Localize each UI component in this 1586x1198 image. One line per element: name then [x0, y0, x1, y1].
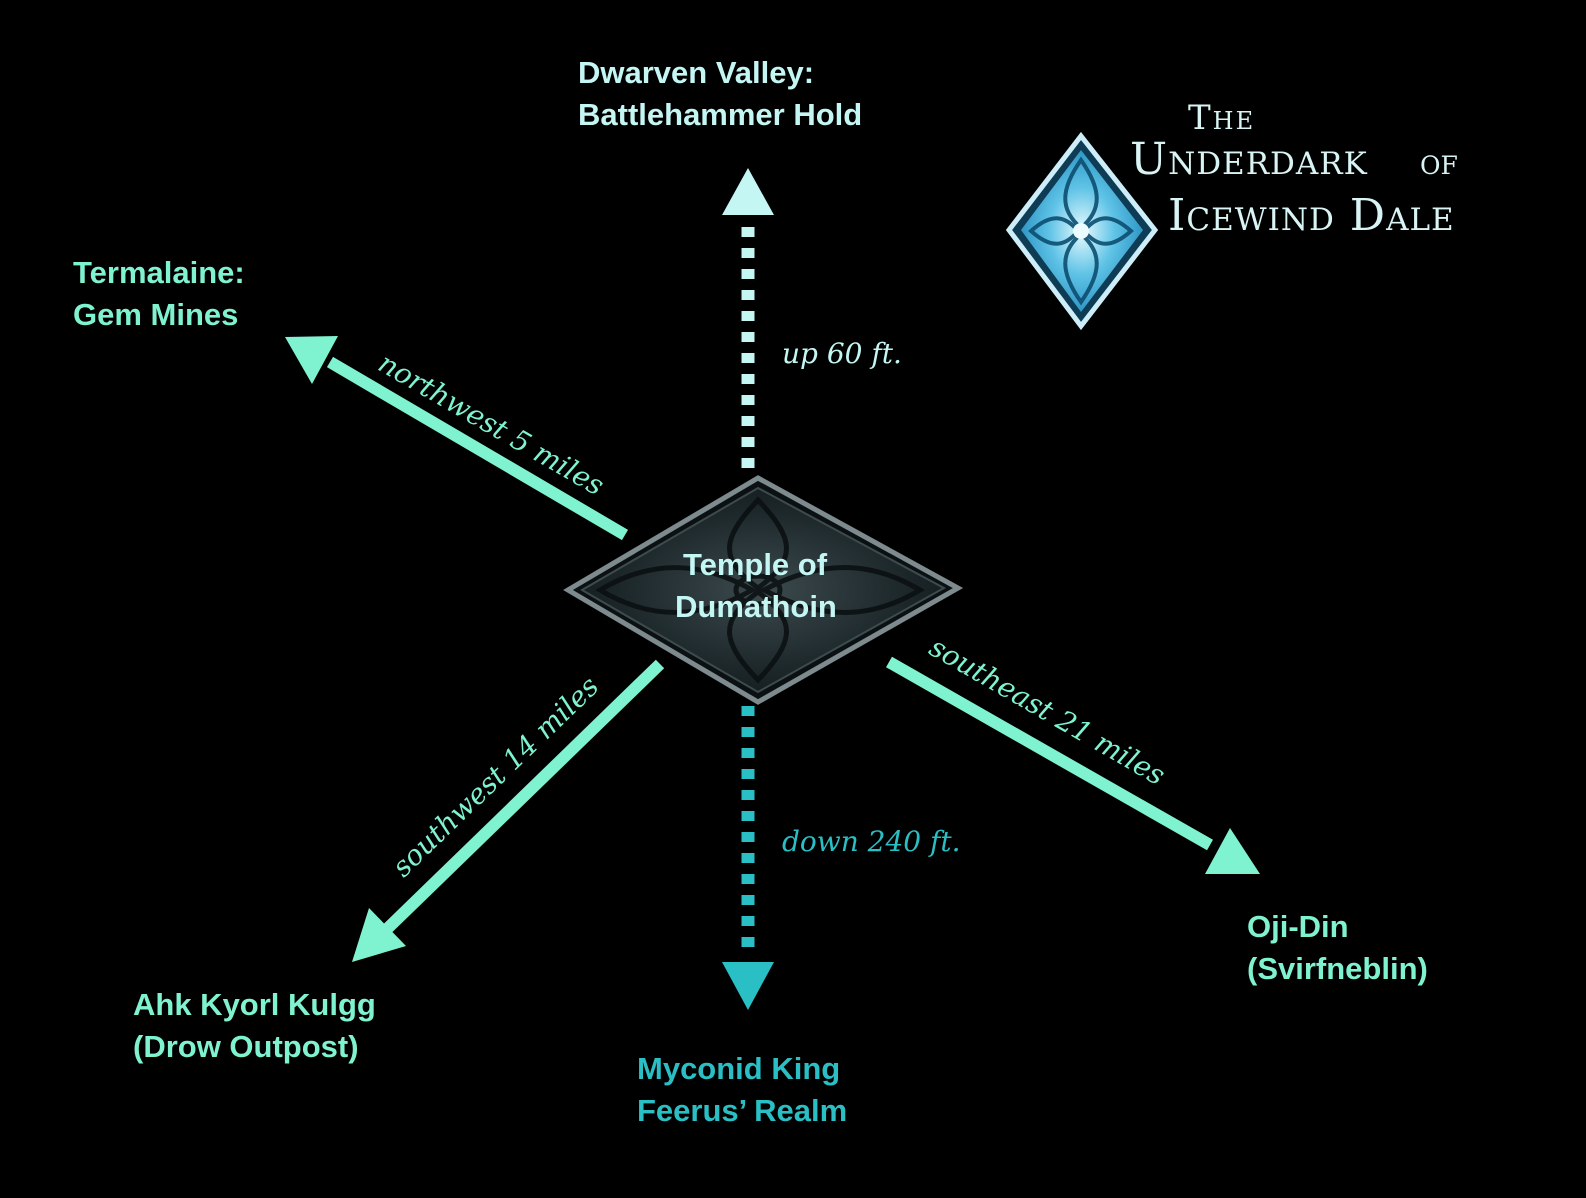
southeast-destination-line2: (Svirfneblin) — [1247, 951, 1428, 986]
northwest-destination-line1: Termalaine: — [73, 255, 245, 290]
northwest-destination-line2: Gem Mines — [73, 297, 239, 332]
center-label-line2: Dumathoin — [675, 589, 837, 624]
logo-word-of: of — [1420, 142, 1458, 183]
southwest-destination-line2: (Drow Outpost) — [133, 1029, 359, 1064]
south-arrow — [722, 706, 774, 1010]
north-destination: Dwarven Valley: Battlehammer Hold — [578, 52, 862, 136]
north-distance-label: up 60 ft. — [782, 337, 902, 370]
southeast-destination-line1: Oji-Din — [1247, 909, 1349, 944]
southwest-destination-line1: Ahk Kyorl Kulgg — [133, 987, 376, 1022]
logo-title: The Underdark of Icewind Dale — [1130, 98, 1550, 248]
south-destination: Myconid King Feerus’ Realm — [637, 1048, 847, 1132]
north-arrow — [722, 168, 774, 468]
northwest-destination: Termalaine: Gem Mines — [73, 252, 245, 336]
logo-word-underdark: Underdark — [1130, 134, 1368, 185]
southwest-arrow — [352, 659, 665, 962]
southeast-destination: Oji-Din (Svirfneblin) — [1247, 906, 1428, 990]
southwest-destination: Ahk Kyorl Kulgg (Drow Outpost) — [133, 984, 376, 1068]
center-label-line1: Temple of — [682, 547, 828, 582]
north-destination-line2: Battlehammer Hold — [578, 97, 863, 132]
southeast-arrow — [886, 656, 1260, 874]
north-destination-line1: Dwarven Valley: — [578, 55, 815, 90]
south-destination-line2: Feerus’ Realm — [637, 1093, 848, 1128]
south-destination-line1: Myconid King — [637, 1051, 841, 1086]
northwest-arrow — [285, 336, 629, 541]
logo-word-icewind-dale: Icewind Dale — [1168, 190, 1455, 241]
center-label: Temple of Dumathoin — [675, 544, 837, 628]
south-distance-label: down 240 ft. — [782, 825, 961, 858]
logo-word-the: The — [1188, 98, 1256, 138]
